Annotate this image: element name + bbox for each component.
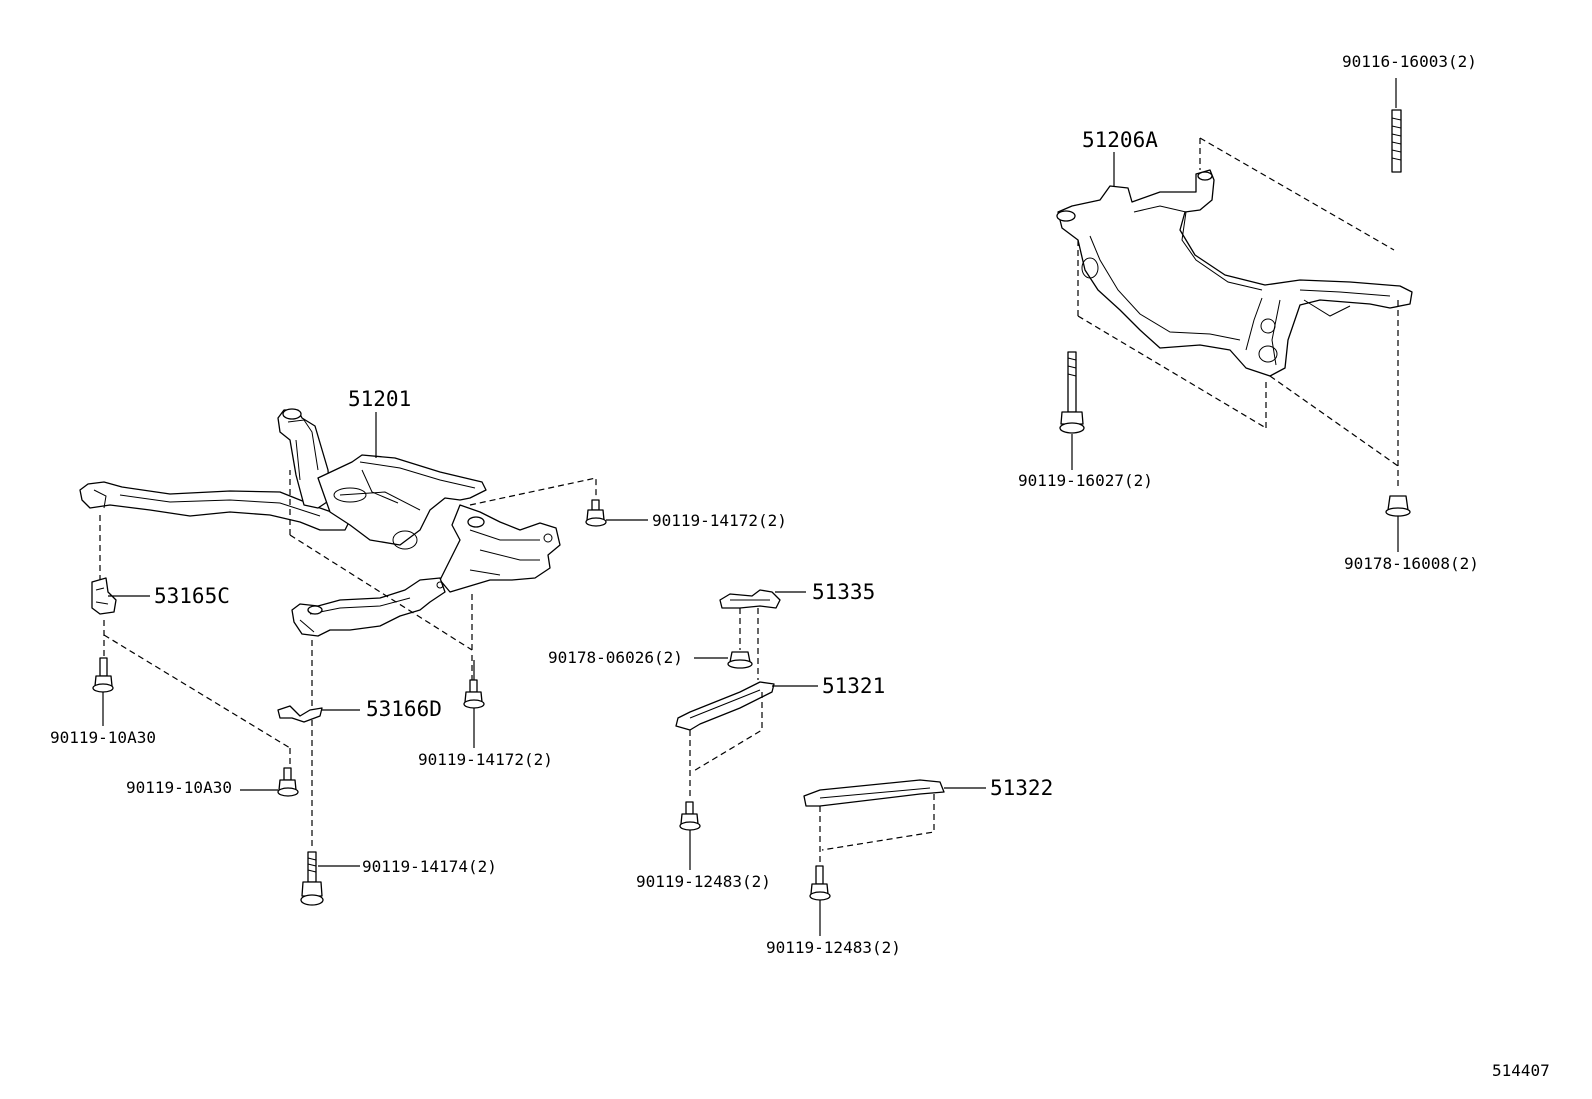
label-53165c: 53165C [154, 584, 230, 608]
label-90119-12483-b: 90119-12483(2) [766, 938, 901, 957]
brace-51322 [803, 779, 986, 862]
label-53166d: 53166D [366, 697, 442, 721]
figure-id: 514407 [1492, 1061, 1550, 1080]
rear-crossmember-51206a [1056, 137, 1413, 490]
nut-90178-06026 [694, 651, 753, 669]
bolt-90119-14172-a [585, 499, 648, 527]
label-90119-14174: 90119-14174(2) [362, 857, 497, 876]
label-51322: 51322 [990, 776, 1053, 800]
bolt-90119-14172-b [463, 679, 485, 748]
bracket-53166d [277, 705, 360, 723]
label-90119-16027: 90119-16027(2) [1018, 471, 1153, 490]
label-90178-16008: 90178-16008(2) [1344, 554, 1479, 573]
bolt-90119-16027 [1059, 351, 1085, 470]
label-51201: 51201 [348, 387, 411, 411]
label-90178-06026: 90178-06026(2) [548, 648, 683, 667]
label-90119-14172-a: 90119-14172(2) [652, 511, 787, 530]
bolt-90119-14174 [300, 851, 360, 906]
label-90119-12483-a: 90119-12483(2) [636, 872, 771, 891]
brace-51321 [675, 681, 818, 800]
label-90116-16003: 90116-16003(2) [1342, 52, 1477, 71]
bolt-90119-12483-a [679, 801, 701, 870]
label-90119-10a30-b: 90119-10A30 [126, 778, 232, 797]
bolt-90119-10a30-b [240, 767, 299, 797]
stud-90116-16003 [1391, 78, 1402, 173]
label-90119-10a30-a: 90119-10A30 [50, 728, 156, 747]
label-51335: 51335 [812, 580, 875, 604]
label-51321: 51321 [822, 674, 885, 698]
brace-51335 [719, 589, 806, 680]
label-51206a: 51206A [1082, 128, 1158, 152]
front-crossmember-51201 [79, 408, 597, 850]
bolt-90119-10a30-a [92, 657, 114, 726]
bolt-90119-12483-b [809, 865, 831, 936]
nut-90178-16008 [1385, 495, 1411, 552]
bracket-53165c [91, 577, 150, 615]
label-90119-14172-b: 90119-14172(2) [418, 750, 553, 769]
